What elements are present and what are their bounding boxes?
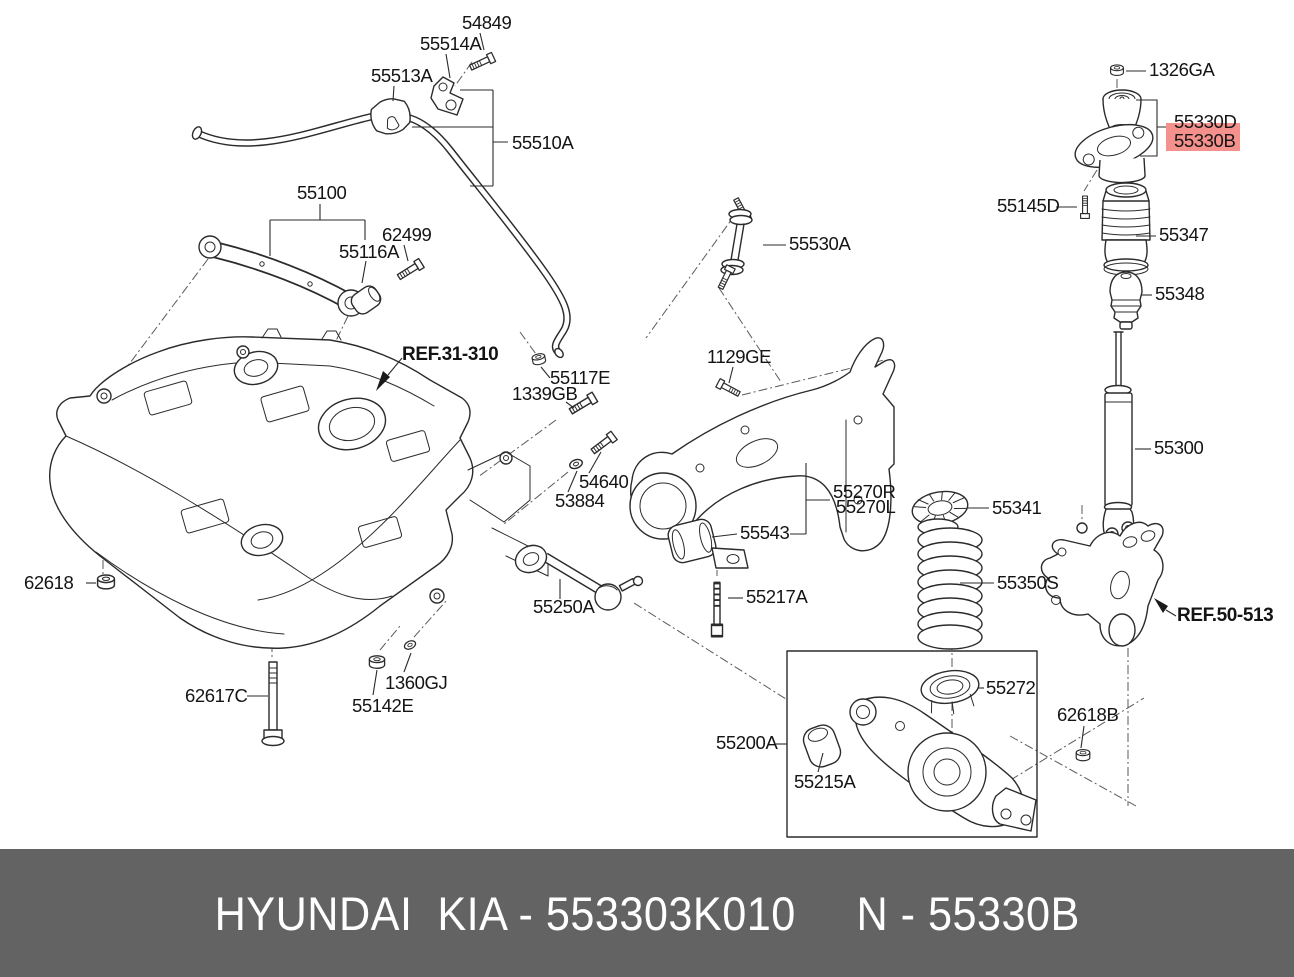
label-ref-50-513: REF.50-513 [1177,605,1273,626]
bump-stop-55348 [1109,271,1143,330]
label-55250A: 55250A [533,596,595,617]
label-55341: 55341 [992,497,1042,518]
washer-1360GJ [402,638,418,652]
label-54849: 54849 [462,12,512,33]
label-1129GE: 1129GE [707,346,771,367]
label-55348: 55348 [1155,283,1205,304]
label-62618B: 62618B [1057,704,1118,725]
washer-53884 [567,457,585,471]
banner-n-number: N - 55330B [856,886,1080,940]
label-ref-31-310: REF.31-310 [402,344,498,365]
label-55217A: 55217A [746,586,808,607]
fuel-tank [49,328,549,649]
label-55514A: 55514A [420,33,482,54]
label-55300: 55300 [1154,437,1204,458]
nut-62618 [96,574,116,590]
label-55100: 55100 [297,182,347,203]
nut-55117E [530,352,547,367]
label-55272: 55272 [986,677,1036,698]
bolt-54640 [589,430,618,457]
label-55270L: 55270L [836,496,895,517]
dust-cover-55347 [1101,182,1151,276]
label-55330B: 55330B [1174,130,1235,151]
nut-62618B [1075,748,1091,762]
label-62617C: 62617C [185,685,247,706]
trailing-arm [629,337,896,552]
bolt-54849 [467,51,497,73]
bolt-62499 [395,257,425,283]
label-62618: 62618 [24,572,74,593]
bolt-55217A [710,581,724,638]
bolt-62617C [261,661,285,747]
label-55513A: 55513A [371,65,433,86]
part-banner: HYUNDAI KIA - 553303K010 N - 55330B [0,849,1294,977]
bolt-1129GE [715,378,742,399]
label-1326GA: 1326GA [1149,59,1216,80]
label-1339GB: 1339GB [512,383,578,404]
upper-arm-bushing [350,285,382,315]
label-1360GJ: 1360GJ [385,672,447,693]
label-55200A: 55200A [716,732,778,753]
lower-arm [802,696,1037,832]
label-53884: 53884 [555,490,605,511]
label-55145D: 55145D [997,195,1059,216]
stabilizer-bracket [430,76,464,116]
label-55142E: 55142E [352,695,413,716]
part-banner-text: HYUNDAI KIA - 553303K010 N - 55330B [214,886,1079,941]
part-labels: 54849 55514A 55513A 55510A 55100 62499 5… [24,12,1274,792]
bolt-55145D [1080,195,1090,219]
banner-brand-partnumber: HYUNDAI KIA - 553303K010 [214,886,796,940]
nut-1326GA [1110,64,1124,77]
label-62499: 62499 [382,224,432,245]
coil-spring [917,518,983,650]
label-55347: 55347 [1159,224,1209,245]
nut-55142E [368,655,386,669]
label-55117E: 55117E [550,367,610,388]
label-55215A: 55215A [794,771,856,792]
trailing-arm-bushing [667,518,749,569]
label-55530A: 55530A [789,233,851,254]
stabilizer-link [715,196,753,291]
highlight-55330B [1166,123,1240,151]
stabilizer-bushing [370,98,411,135]
spring-upper-pad [911,490,969,526]
label-54640: 54640 [579,471,629,492]
strut-insulator [1074,89,1154,184]
stabilizer-bar [191,110,571,359]
upper-arm [198,235,365,317]
assist-arm [514,544,644,611]
label-55270R: 55270R [833,481,895,502]
label-55330D: 55330D [1174,111,1236,132]
shock-absorber [1102,331,1135,546]
suspension-diagram: 54849 55514A 55513A 55510A 55100 62499 5… [24,12,1274,838]
label-55510A: 55510A [512,132,574,153]
knuckle [1040,521,1164,647]
label-55350S: 55350S [997,572,1058,593]
spring-lower-pad [920,669,980,715]
label-55116A: 55116A [339,241,400,262]
label-55543: 55543 [740,522,790,543]
